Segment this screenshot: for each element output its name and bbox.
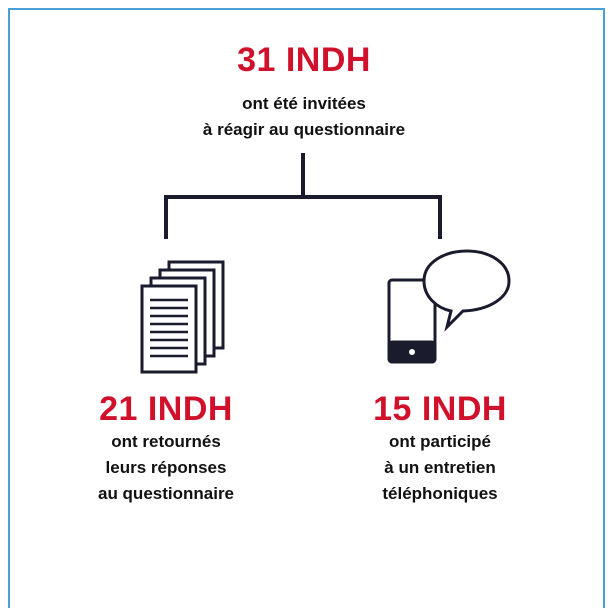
left-line-2: leurs réponses — [105, 458, 227, 477]
tree-connector — [140, 153, 511, 374]
right-line-3: téléphoniques — [382, 484, 498, 503]
top-line-1: ont été invitées — [242, 94, 366, 113]
right-line-2: à un entretien — [384, 458, 496, 477]
left-description: ont retournés leurs réponses au question… — [56, 429, 276, 507]
left-count: 21 INDH — [99, 390, 233, 428]
phone-chat-icon — [387, 249, 511, 364]
left-line-3: au questionnaire — [97, 484, 235, 503]
infographic-frame — [8, 8, 605, 608]
documents-icon — [140, 260, 225, 374]
top-count: 31 INDH — [237, 41, 371, 79]
left-line-1: ont retournés — [111, 432, 221, 451]
right-description: ont participé à un entretien téléphoniqu… — [330, 429, 550, 507]
top-line-2: à réagir au questionnaire — [202, 120, 406, 139]
top-description: ont été invitées à réagir au questionnai… — [0, 91, 608, 143]
right-count: 15 INDH — [373, 390, 507, 428]
right-line-1: ont participé — [388, 432, 491, 451]
